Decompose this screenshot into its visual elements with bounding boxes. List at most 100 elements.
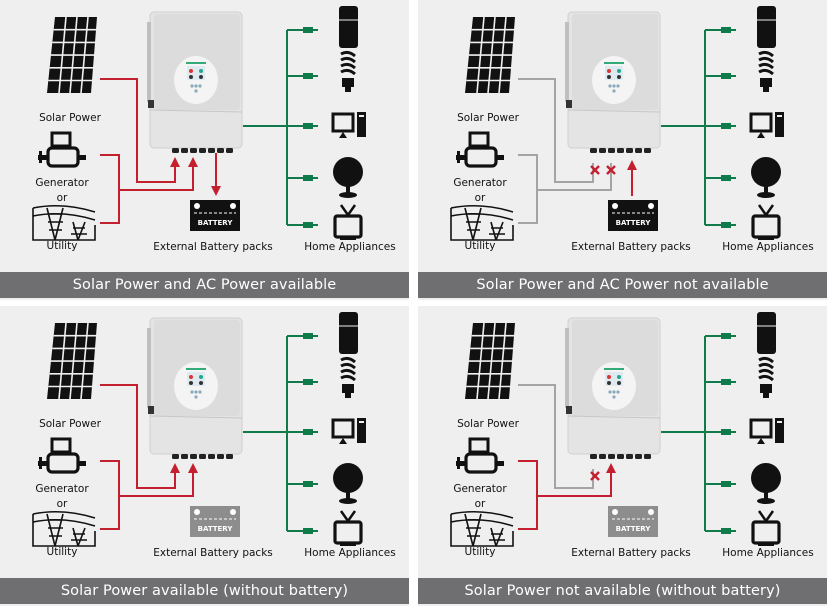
cable-gland <box>172 454 179 459</box>
ac-line <box>537 469 612 497</box>
home-appliances-label: Home Appliances <box>304 547 396 559</box>
plug-icon <box>303 123 313 129</box>
cable-gland <box>626 454 633 459</box>
solar-panel-icon <box>465 322 516 400</box>
system-diagram: BATTERY <box>450 312 784 547</box>
solar-power-label: Solar Power <box>39 112 101 124</box>
scenario-caption: Solar Power available (without battery) <box>0 578 409 604</box>
scenario-panel-solar-and-ac-available: BATTERY Solar Power Generator or Utility… <box>0 0 409 300</box>
solar-power-label: Solar Power <box>457 418 519 430</box>
generator-icon <box>456 437 504 474</box>
ac-line <box>119 469 194 497</box>
generator-icon <box>38 131 86 168</box>
plug-icon <box>303 481 313 487</box>
cable-gland <box>635 148 642 153</box>
power-flow-lines <box>100 384 198 530</box>
solar-line <box>100 384 176 489</box>
cable-gland <box>635 454 642 459</box>
home-appliance-loads <box>661 312 784 546</box>
cable-gland <box>190 454 197 459</box>
scenario-caption: Solar Power not available (without batte… <box>418 578 827 604</box>
cable-gland <box>172 148 179 153</box>
fridge-icon <box>757 6 776 48</box>
power-flow-lines <box>100 78 221 224</box>
battery-packs-label: External Battery packs <box>571 547 691 559</box>
arrow-up-icon <box>627 160 637 170</box>
cable-gland <box>608 454 615 459</box>
generator-label: Generator <box>453 483 507 495</box>
arrow-up-icon <box>188 463 198 473</box>
battery-packs-label: External Battery packs <box>153 241 273 253</box>
cable-gland <box>217 148 224 153</box>
scenario-caption: Solar Power and AC Power available <box>0 272 409 298</box>
cable-gland <box>617 148 624 153</box>
plug-icon <box>721 379 731 385</box>
utility-label: Utility <box>46 240 78 252</box>
plug-icon <box>721 481 731 487</box>
plug-icon <box>303 175 313 181</box>
scenario-panel-solar-and-ac-not-available: BATTERY Solar Power Generator or Utility… <box>418 0 827 300</box>
plug-icon <box>721 123 731 129</box>
blocked-x-icon <box>606 165 616 175</box>
fan-icon <box>751 157 781 198</box>
cable-gland <box>617 454 624 459</box>
power-flow-lines <box>518 384 616 530</box>
cable-gland <box>199 148 206 153</box>
generator-icon <box>38 437 86 474</box>
cable-gland <box>181 454 188 459</box>
cable-gland <box>644 148 651 153</box>
plug-icon <box>303 333 313 339</box>
cable-gland <box>590 454 597 459</box>
solar-line <box>100 78 176 183</box>
cable-gland <box>626 148 633 153</box>
home-appliances-label: Home Appliances <box>722 241 814 253</box>
cable-gland <box>226 454 233 459</box>
plug-icon <box>721 333 731 339</box>
bulb-icon <box>340 50 356 92</box>
plug-icon <box>303 429 313 435</box>
home-appliance-loads <box>661 6 784 240</box>
ac-line <box>537 163 612 191</box>
cable-gland <box>590 148 597 153</box>
computer-icon <box>749 112 784 138</box>
utility-label: Utility <box>46 546 78 558</box>
cable-gland <box>208 148 215 153</box>
plug-icon <box>721 528 731 534</box>
bulb-icon <box>758 50 774 92</box>
battery-icon: BATTERY <box>190 506 240 537</box>
home-appliance-loads <box>243 6 366 240</box>
or-label: or <box>474 192 486 204</box>
computer-icon <box>749 418 784 444</box>
generator-icon <box>456 131 504 168</box>
solar-panel-icon <box>47 322 98 400</box>
arrow-up-icon <box>188 157 198 167</box>
cable-gland <box>644 454 651 459</box>
tv-icon <box>751 510 781 546</box>
solar-power-label: Solar Power <box>457 112 519 124</box>
utility-label: Utility <box>464 240 496 252</box>
blocked-x-icon <box>590 471 600 481</box>
or-label: or <box>56 498 68 510</box>
fridge-icon <box>339 6 358 48</box>
scenario-panel-solar-without-battery: BATTERY Solar Power Generator or Utility… <box>0 306 409 606</box>
fan-icon <box>333 463 363 504</box>
arrow-up-icon <box>606 463 616 473</box>
cable-gland <box>208 454 215 459</box>
svg-text:BATTERY: BATTERY <box>616 219 652 227</box>
hybrid-inverter <box>565 317 661 459</box>
plug-icon <box>303 27 313 33</box>
plug-icon <box>721 73 731 79</box>
plug-icon <box>721 222 731 228</box>
utility-label: Utility <box>464 546 496 558</box>
cable-gland <box>217 454 224 459</box>
utility-tower-icon <box>450 510 514 547</box>
hybrid-inverter <box>147 317 243 459</box>
generator-label: Generator <box>35 177 89 189</box>
hybrid-inverter <box>565 11 661 153</box>
solar-power-label: Solar Power <box>39 418 101 430</box>
scenario-caption: Solar Power and AC Power not available <box>418 272 827 298</box>
cable-gland <box>599 148 606 153</box>
cable-gland <box>226 148 233 153</box>
solar-line <box>518 384 594 489</box>
arrow-down-icon <box>211 186 221 196</box>
